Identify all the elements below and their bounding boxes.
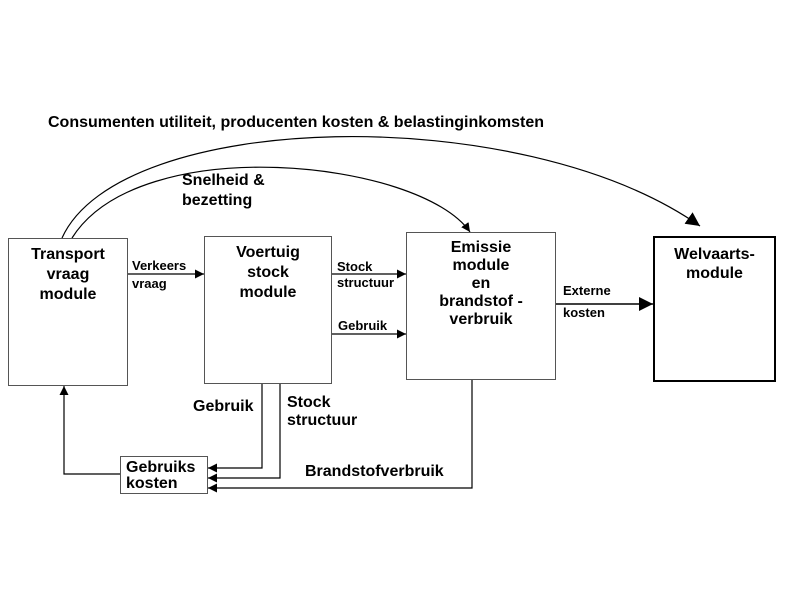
gebruik-top-label: Gebruik (338, 318, 388, 333)
stock-structuur-bottom-label-1: Stock (287, 394, 331, 411)
transport-vraag-module: Transport vraag module (8, 238, 128, 386)
transport-label-1: Transport (31, 246, 105, 263)
brandstofverbruik-label: Brandstofverbruik (305, 463, 444, 480)
edge-brandstofverbruik (208, 380, 473, 493)
snelheid-label-2: bezetting (182, 192, 253, 209)
verkeersvraag-label-2: vraag (132, 276, 167, 291)
voertuig-label-2: stock (247, 264, 289, 281)
stock-structuur-bottom-label-2: structuur (287, 412, 358, 429)
transport-label-2: vraag (46, 266, 90, 283)
voertuig-label-1: Voertuig (236, 244, 300, 261)
welvaart-label-2: module (686, 265, 743, 282)
gebruikskosten-label-2: kosten (126, 475, 178, 492)
emissie-label-1: Emissie (450, 239, 512, 256)
arc-transport-to-welvaart (61, 136, 701, 239)
voertuig-stock-module: Voertuig stock module (204, 236, 332, 384)
top-label: Consumenten utiliteit, producenten koste… (48, 114, 545, 131)
gebruik-bottom-label: Gebruik (193, 398, 254, 415)
edge-gebruik-bottom (208, 384, 263, 473)
stock-structuur-top-label-1: Stock (337, 259, 373, 274)
edge-gebruikskosten-to-transport (59, 386, 120, 475)
welvaart-label-1: Welvaarts- (674, 246, 755, 263)
emissie-label-3: en (471, 275, 491, 292)
arc-transport-to-emissie (71, 166, 471, 239)
transport-label-3: module (39, 286, 97, 303)
externe-kosten-label-1: Externe (563, 283, 611, 298)
stock-structuur-top-label-2: structuur (337, 275, 395, 290)
emissie-label-4: brandstof - (439, 293, 523, 310)
emissie-label-5: verbruik (449, 311, 513, 328)
verkeersvraag-label-1: Verkeers (132, 258, 187, 273)
emissie-module: Emissie module en brandstof - verbruik (406, 232, 556, 380)
externe-kosten-label-2: kosten (563, 305, 605, 320)
snelheid-label-1: Snelheid & (182, 172, 265, 189)
voertuig-label-3: module (239, 284, 297, 301)
gebruikskosten-label-1: Gebruiks (126, 459, 196, 476)
gebruikskosten-box: Gebruiks kosten (120, 456, 208, 494)
welvaarts-module: Welvaarts- module (653, 236, 776, 382)
edge-stock-structuur-bottom (208, 384, 281, 483)
emissie-label-2: module (452, 257, 510, 274)
